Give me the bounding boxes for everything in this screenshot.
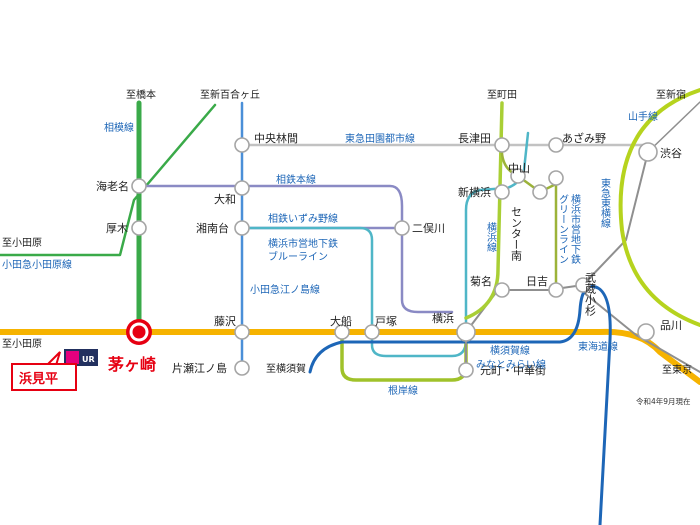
- station-labels: 海老名 厚木 中央林間 大和 湘南台 藤沢 片瀬江ノ島 二俣川 大船 戸塚 横浜…: [96, 131, 682, 377]
- shonan-shinjuku-route: [582, 291, 700, 373]
- station-marker[interactable]: [234, 180, 250, 196]
- line-label: 横浜市営地下鉄: [569, 193, 581, 265]
- odakyu-odawara-route: [0, 103, 217, 257]
- station-label: 大船: [330, 314, 352, 328]
- line-label: 横須賀線: [490, 344, 530, 357]
- line-label: 小田急小田原線: [2, 258, 72, 271]
- line-label: 東急東横線: [599, 177, 611, 228]
- station-marker[interactable]: [131, 220, 147, 236]
- line-label: みなとみらい線: [476, 358, 546, 371]
- tokaido-line-route: [0, 328, 700, 385]
- shinjuku-branch-route: [647, 101, 700, 153]
- station-label: 品川: [660, 319, 682, 332]
- station-marker[interactable]: [494, 282, 510, 298]
- highlight-station-label: 茅ヶ崎: [108, 355, 156, 374]
- station-marker[interactable]: [131, 178, 147, 194]
- station-label: 湘南台: [196, 221, 229, 235]
- station-marker[interactable]: [364, 324, 380, 340]
- station-marker[interactable]: [494, 137, 510, 153]
- station-label: あざみ野: [562, 131, 606, 145]
- line-label: 横浜線: [485, 221, 497, 252]
- station-marker[interactable]: [532, 184, 548, 200]
- development-callout: 浜見平: [11, 351, 77, 391]
- station-marker[interactable]: [510, 168, 526, 184]
- station-label: 渋谷: [660, 147, 682, 160]
- station-marker[interactable]: [458, 362, 474, 378]
- destination-label: 至東京: [662, 363, 692, 376]
- station-label: 日吉: [526, 275, 548, 288]
- station-label: センター南: [510, 206, 523, 261]
- destination-label: 至小田原: [2, 338, 42, 350]
- station-marker[interactable]: [575, 277, 591, 293]
- station-marker[interactable]: [334, 324, 350, 340]
- station-marker[interactable]: [638, 142, 658, 162]
- station-marker[interactable]: [637, 323, 655, 341]
- svg-text:UR: UR: [82, 355, 95, 364]
- station-marker[interactable]: [456, 322, 476, 342]
- line-label: 東急田園都市線: [345, 132, 415, 145]
- line-labels: 相模線 小田急小田原線 東急田園都市線 相鉄本線 相鉄いずみ野線 横浜市営地下鉄…: [2, 110, 658, 397]
- destination-label: 至横須賀: [266, 362, 306, 375]
- station-label: 中山: [508, 162, 530, 175]
- station-label: 横浜: [432, 311, 454, 325]
- ur-logo: UR: [64, 349, 98, 366]
- station-label: 大和: [214, 192, 236, 206]
- yokohama-line-route: [464, 101, 504, 320]
- yokosuka-line-route: [308, 284, 612, 525]
- destination-labels: 至橋本 至新百合ヶ丘 至町田 至新宿 至小田原 至小田原 至横須賀 至東京: [2, 88, 692, 376]
- destination-label: 至小田原: [2, 237, 42, 249]
- date-note: 令和4年9月現在: [636, 396, 691, 406]
- line-label: 小田急江ノ島線: [250, 283, 320, 296]
- station-marker[interactable]: [234, 220, 250, 236]
- blueline-route: [240, 131, 530, 358]
- destination-label: 至町田: [487, 89, 517, 101]
- station-label: 厚木: [106, 222, 128, 235]
- highlight-station-marker[interactable]: [126, 319, 152, 345]
- station-marker[interactable]: [548, 137, 564, 153]
- station-label: 武蔵小杉: [584, 272, 597, 317]
- station-label: 海老名: [96, 179, 129, 193]
- line-label: 根岸線: [388, 384, 418, 397]
- station-label: 藤沢: [214, 314, 236, 328]
- station-label: 片瀬江ノ島: [172, 361, 227, 375]
- destination-label: 至新宿: [656, 88, 686, 101]
- line-label: 東海道線: [578, 340, 618, 353]
- station-markers: [131, 137, 658, 378]
- line-label: 相鉄いずみ野線: [268, 212, 338, 225]
- station-marker[interactable]: [394, 220, 410, 236]
- station-marker[interactable]: [548, 282, 564, 298]
- line-label: 相鉄本線: [276, 173, 316, 186]
- station-marker[interactable]: [234, 137, 250, 153]
- station-label: 中央林間: [254, 131, 298, 145]
- station-marker[interactable]: [494, 184, 510, 200]
- line-label: グリーンライン: [557, 194, 569, 264]
- station-marker[interactable]: [234, 324, 250, 340]
- line-label: 山手線: [628, 110, 658, 123]
- station-label: 戸塚: [375, 315, 397, 328]
- station-marker[interactable]: [548, 170, 564, 186]
- yamanote-route: [618, 88, 700, 327]
- station-marker[interactable]: [234, 360, 250, 376]
- sotetsu-main-route: [137, 184, 454, 314]
- station-label: 二俣川: [412, 221, 445, 235]
- station-label: 新横浜: [458, 185, 491, 199]
- line-label: 横浜市営地下鉄: [268, 237, 338, 250]
- station-label: 元町・中華街: [480, 363, 546, 377]
- destination-label: 至新百合ヶ丘: [200, 88, 260, 101]
- line-label: 相模線: [104, 121, 134, 134]
- station-label: 菊名: [470, 274, 492, 288]
- station-label: 長津田: [458, 132, 491, 145]
- line-label: ブルーライン: [268, 250, 328, 263]
- destination-label: 至橋本: [126, 88, 156, 101]
- development-label: 浜見平: [19, 371, 58, 387]
